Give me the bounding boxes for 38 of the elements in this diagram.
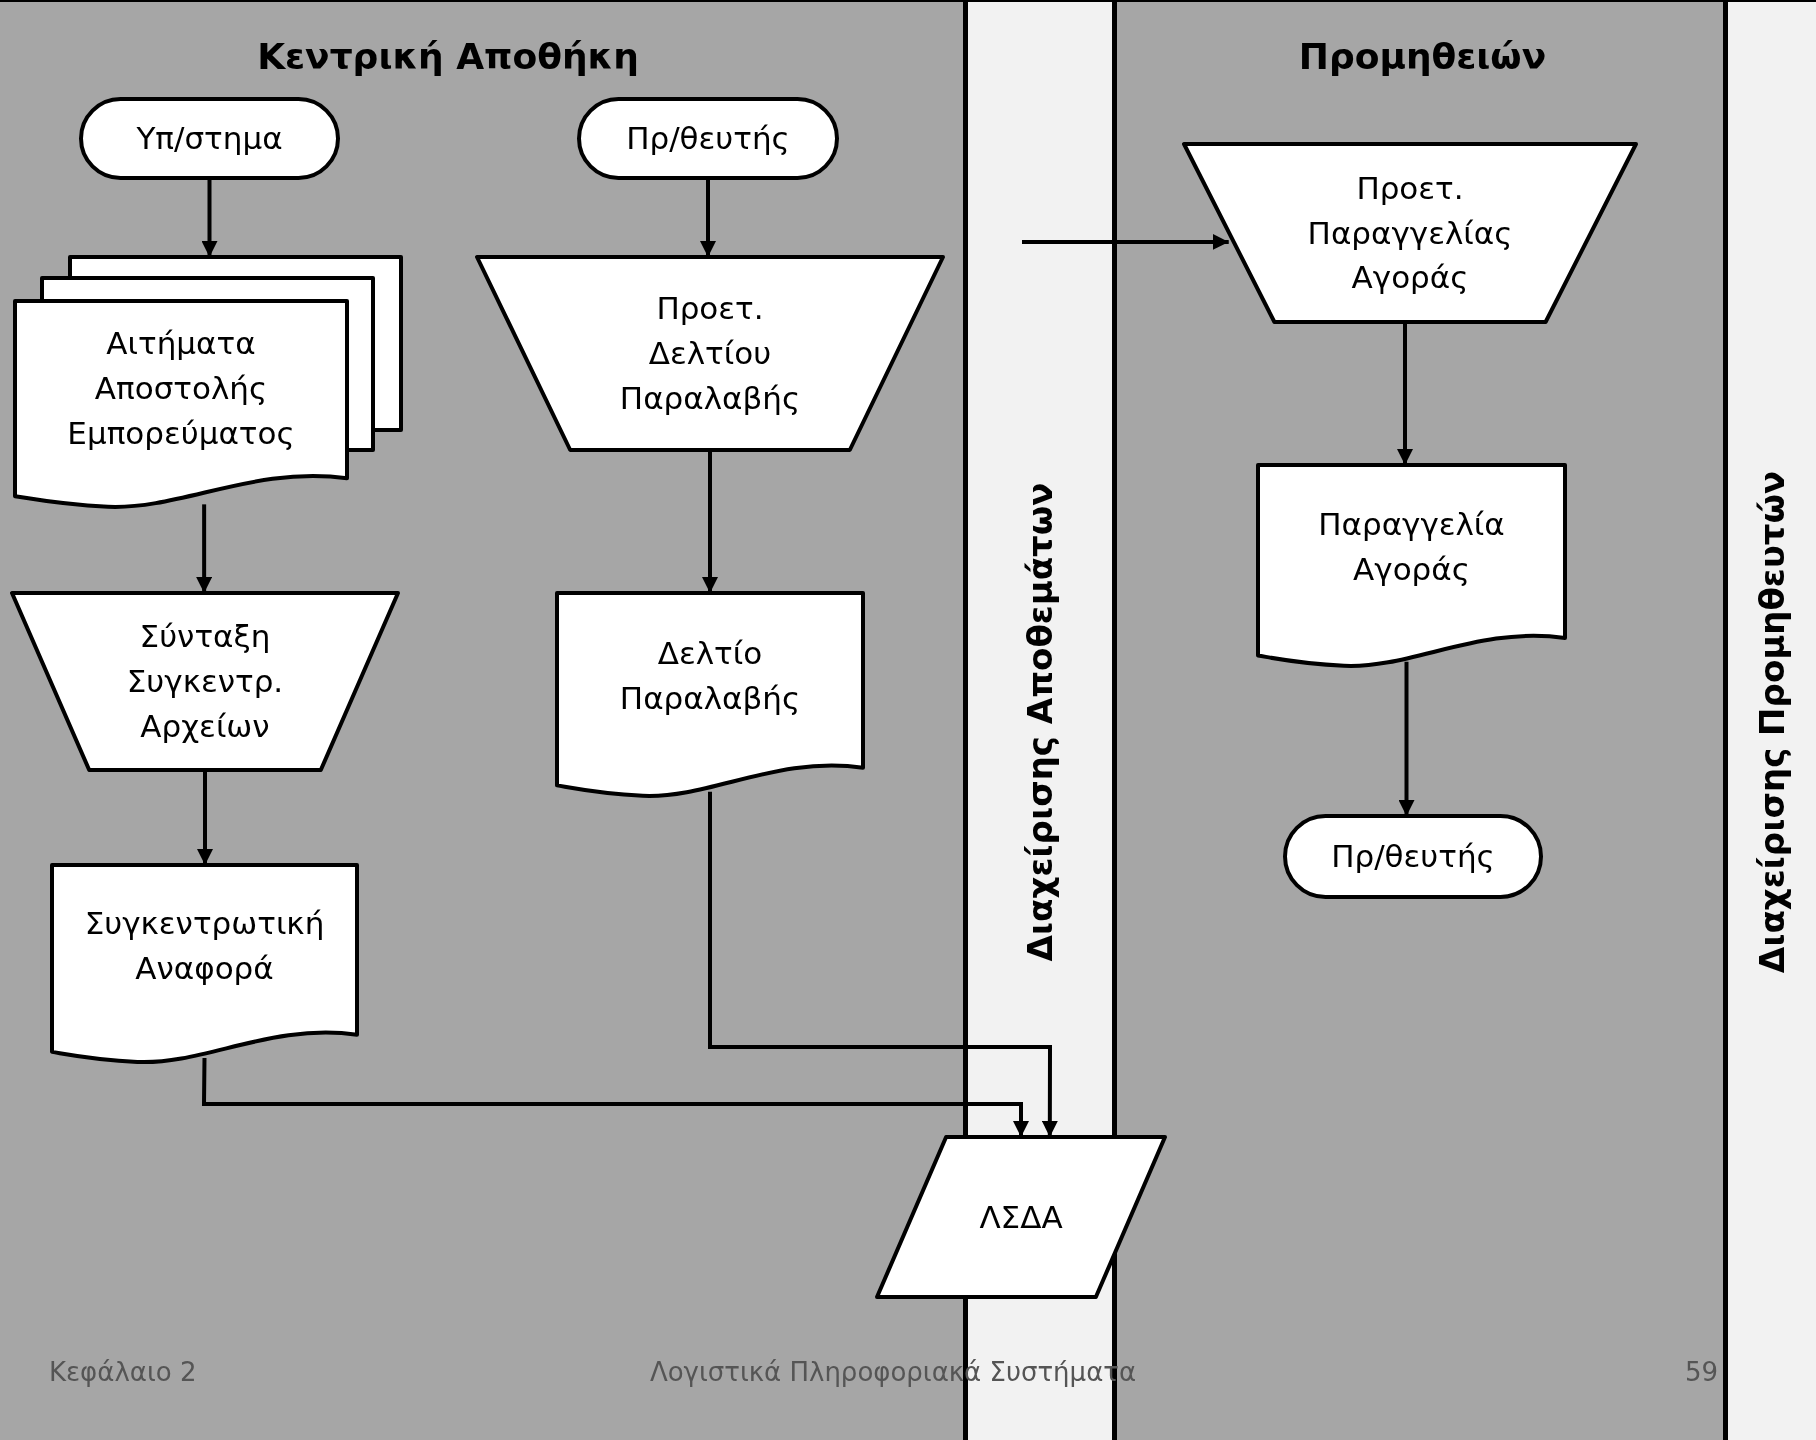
- node-label: Παραγγελία Αγοράς: [1317, 505, 1506, 590]
- manual-operation-shape: [477, 257, 943, 450]
- arrow: [1398, 661, 1415, 816]
- lane-side-title: Διαχείρισης Αποθεμάτων: [1020, 482, 1060, 962]
- arrow: [700, 178, 716, 257]
- terminal-shape: [81, 99, 338, 178]
- document-shape: [1258, 465, 1565, 671]
- arrow: [196, 504, 213, 593]
- node-label: ΛΣΔΑ: [979, 1197, 1063, 1237]
- data-parallelogram: [877, 1137, 1165, 1297]
- arrow: [1022, 233, 1229, 250]
- terminal-shape: [579, 99, 837, 178]
- node-label: Σύνταξη Συγκεντρ. Αρχείων: [125, 617, 285, 746]
- arrow: [201, 178, 218, 257]
- node-label: Υπ/στημα: [136, 119, 283, 159]
- node-label: Προετ. Δελτίου Παραλαβής: [618, 289, 802, 418]
- node-label: Πρ/θευτής: [626, 119, 790, 159]
- node-label: Πρ/θευτής: [1331, 837, 1495, 877]
- lane-title: Προμηθειών: [1297, 36, 1548, 77]
- lane-title: Κεντρική Αποθήκη: [256, 36, 640, 77]
- footer-text: 59: [1683, 1357, 1718, 1387]
- arrow: [201, 1057, 1029, 1137]
- document-shape: [52, 865, 357, 1067]
- node-label: Αιτήματα Αποστολής Εμπορεύματος: [66, 324, 296, 453]
- document-shape: [557, 593, 863, 801]
- manual-operation-shape: [1184, 144, 1636, 322]
- arrow: [197, 770, 213, 865]
- footer-text: Κεφάλαιο 2: [49, 1357, 198, 1387]
- node-label: Δελτίο Παραλαβής: [618, 634, 802, 719]
- arrow: [702, 450, 718, 593]
- node-label: Συγκεντρωτική Αναφορά: [83, 903, 326, 988]
- node-label: Προετ. Παραγγελίας Αγοράς: [1306, 168, 1514, 298]
- arrow: [708, 791, 1058, 1137]
- arrow: [1397, 322, 1413, 465]
- multiple-documents-shape: [15, 257, 401, 512]
- terminal-shape: [1285, 816, 1541, 897]
- manual-operation-shape: [12, 593, 398, 770]
- lane-side-title: Διαχείρισης Προμηθευτών: [1752, 470, 1792, 974]
